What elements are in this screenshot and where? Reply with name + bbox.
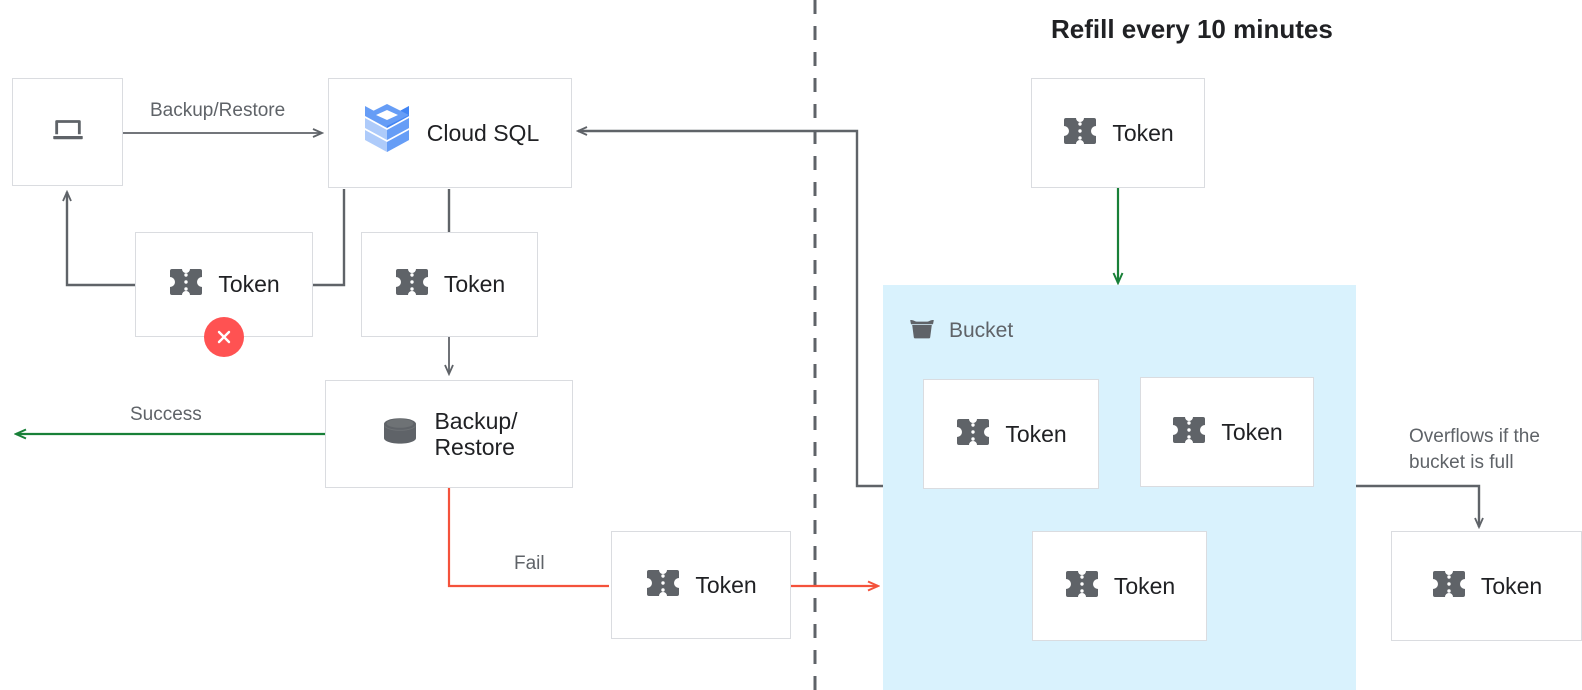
node-token-overflow-label: Token (1480, 572, 1543, 599)
edge-label-success: Success (130, 404, 202, 425)
token-icon (645, 568, 681, 603)
edge-label-fail: Fail (514, 553, 545, 574)
node-token-sql-label: Token (443, 271, 506, 298)
edge-cloudsql-to-token-client (313, 189, 346, 287)
node-token-client-label: Token (218, 271, 280, 298)
node-token-fail-label: Token (695, 571, 757, 598)
node-cloud-sql-label: Cloud SQL (426, 119, 540, 146)
node-token-fail[interactable]: Token (611, 531, 791, 639)
close-icon (217, 330, 231, 344)
node-token-refill-label: Token (1112, 119, 1174, 146)
token-icon (168, 267, 204, 302)
node-token-bucket-1-label: Token (1005, 420, 1067, 447)
node-token-sql[interactable]: Token (361, 232, 538, 337)
node-cloud-sql[interactable]: Cloud SQL (328, 78, 572, 188)
edge-bucket-overflow (1356, 484, 1479, 527)
token-icon (1062, 116, 1098, 151)
token-icon (1431, 569, 1467, 604)
node-token-overflow[interactable]: Token (1391, 531, 1582, 641)
node-token-bucket-3-label: Token (1113, 572, 1176, 599)
status-badge-error (204, 317, 244, 357)
bucket-icon (907, 313, 937, 348)
token-icon (955, 417, 991, 452)
edge-token-client-to-client (67, 192, 135, 287)
page-title: Refill every 10 minutes (1051, 14, 1333, 44)
node-token-refill[interactable]: Token (1031, 78, 1205, 188)
bucket-label: Bucket (949, 318, 1014, 342)
node-client[interactable] (12, 78, 123, 186)
edge-label-overflow: Overflows if the bucket is full (1409, 426, 1540, 473)
node-backup-restore[interactable]: Backup/ Restore (325, 380, 573, 488)
token-icon (1171, 415, 1207, 450)
token-icon (394, 267, 430, 302)
bucket-header: Bucket (907, 313, 1013, 348)
cloud-sql-logo (361, 102, 413, 165)
laptop-icon (51, 113, 85, 152)
database-icon (380, 416, 420, 453)
node-token-bucket-2[interactable]: Token (1140, 377, 1314, 487)
edge-bucket-to-cloudsql (578, 131, 883, 488)
node-token-bucket-2-label: Token (1221, 418, 1283, 445)
node-token-bucket-1[interactable]: Token (923, 379, 1099, 489)
token-icon (1064, 569, 1100, 604)
node-token-bucket-3[interactable]: Token (1032, 531, 1207, 641)
node-backup-restore-label: Backup/ Restore (434, 407, 518, 460)
edge-label-backup-restore: Backup/Restore (150, 100, 286, 121)
